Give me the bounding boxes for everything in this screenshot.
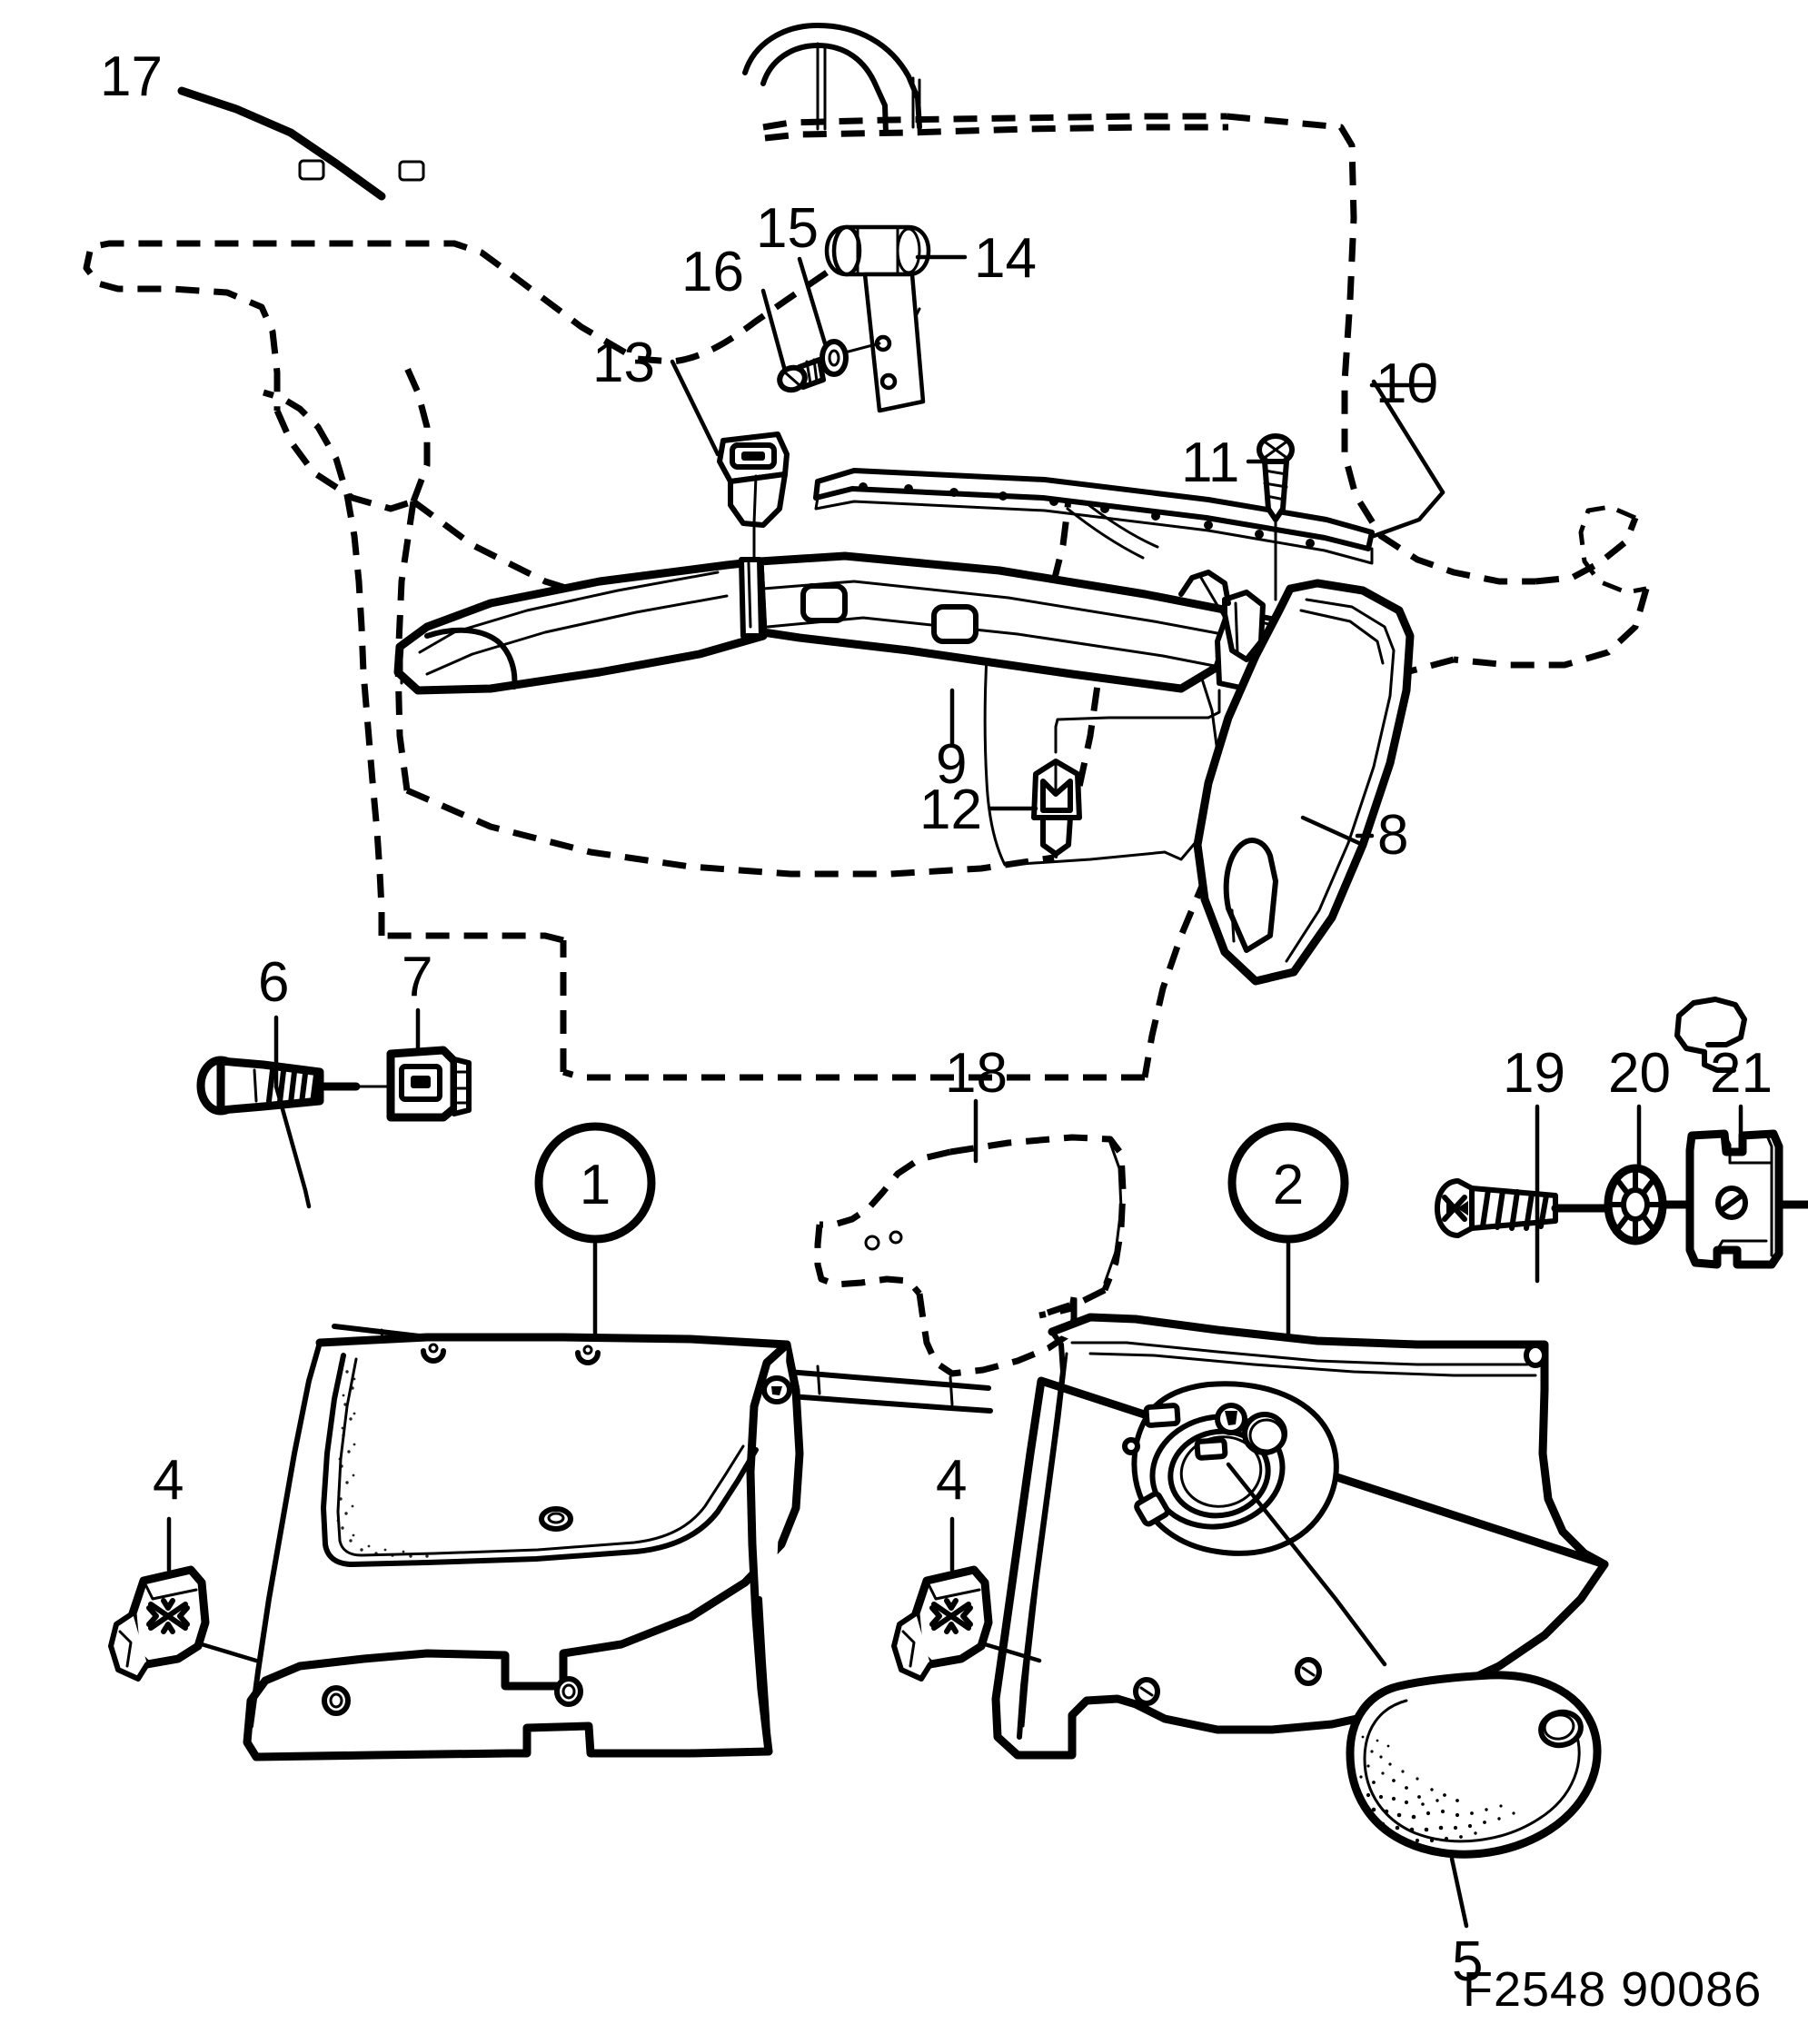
callout-2-circle [1227,1122,1349,1345]
part-7-square-bushing [354,1007,472,1122]
callout-18: 18 [945,1042,1008,1105]
callout-11: 11 [1181,432,1239,494]
callout-12: 12 [919,779,982,841]
part-2-right-trim-panel [991,1313,1609,1760]
callout-5: 5 [1452,1930,1483,1993]
part-20-star-washer [1604,1104,1696,1245]
part-15-washer [797,256,881,377]
part-6-pin-screw [196,1015,361,1209]
callout-2-number: 2 [1273,1154,1304,1216]
part-18-insulation-pad [814,1098,1127,1377]
part-8-pillar-trim [1178,570,1415,986]
part-14-hinge-bracket [824,224,968,413]
part-13-grommet-clip [670,359,790,583]
callout-21: 21 [1710,1042,1773,1105]
callout-20: 20 [1608,1042,1671,1105]
callout-6: 6 [258,951,289,1014]
part-10-trim-strip [813,379,1445,565]
callout-1-number: 1 [580,1154,611,1216]
part-12-push-clip [988,689,1221,857]
callout-4-left: 4 [153,1449,184,1512]
part-1-left-trim-panel [243,1333,804,1761]
callout-15: 15 [756,197,819,260]
part-19-countersunk-screw [1435,1104,1613,1284]
callout-16: 16 [681,241,744,303]
part-4-retaining-clip-left [108,1516,259,1682]
part-5-speaker-grille-cover [1226,1462,1602,1929]
part-9-rear-shelf-trim [393,551,1286,748]
callout-4-right: 4 [936,1449,967,1512]
callout-14: 14 [974,227,1037,290]
callout-7: 7 [402,946,432,1008]
callout-1-circle [534,1122,656,1345]
part-11-screw [1246,433,1295,601]
part-4-retaining-clip-right [891,1516,1042,1682]
drawing-code: F2548 90086 [1463,1962,1762,2017]
callout-10: 10 [1376,352,1438,415]
part-16-screw [760,288,826,393]
callout-13: 13 [592,332,655,394]
callout-8: 8 [1377,804,1408,867]
callout-9: 9 [936,733,967,796]
callout-19: 19 [1503,1042,1565,1105]
callout-17: 17 [100,45,163,108]
part-21-mounting-bracket [1685,1104,1808,1269]
